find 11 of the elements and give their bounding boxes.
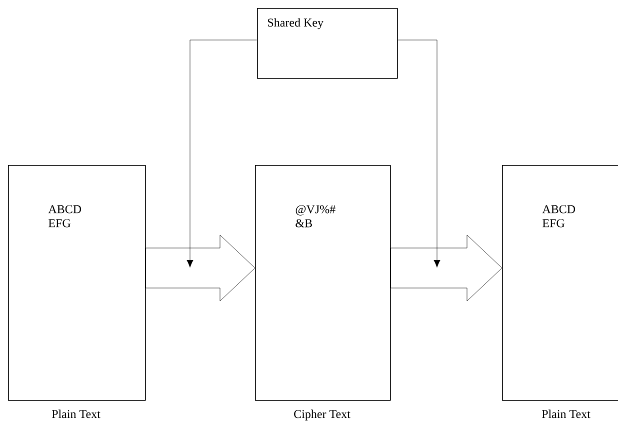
box-label: ABCD EFG xyxy=(48,205,82,228)
block-arrow xyxy=(146,234,256,302)
box-label: Shared Key xyxy=(268,18,324,30)
box-label: ABCD EFG xyxy=(542,205,576,228)
box-label: @VJ%# &B xyxy=(296,205,336,228)
caption-label: Plain Text xyxy=(52,410,100,418)
caption-label: Plain Text xyxy=(542,410,590,418)
block-arrow xyxy=(390,234,502,302)
caption-label: Cipher Text xyxy=(294,410,350,421)
arrow xyxy=(398,40,440,268)
arrow xyxy=(186,40,258,268)
